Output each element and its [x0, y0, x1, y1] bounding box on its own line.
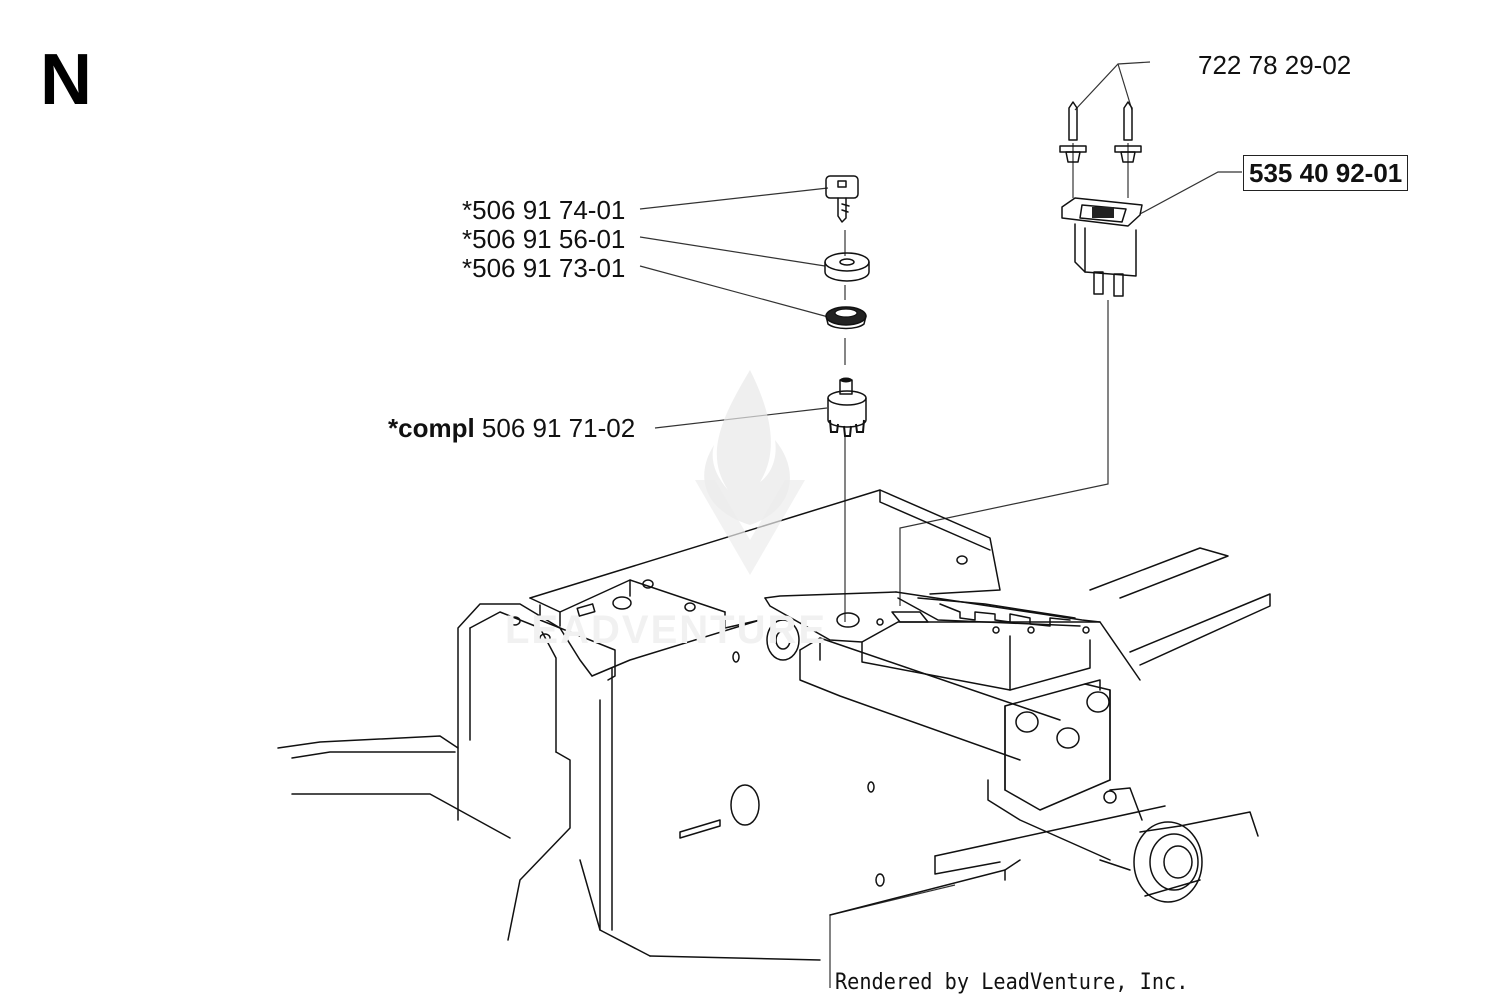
part-label-bolts: 722 78 29-02: [1198, 50, 1352, 80]
part-label-switch: 535 40 92-01: [1243, 155, 1409, 191]
part-label-key: *506 91 74-01: [462, 195, 626, 225]
ignition-compl-prefix: *compl: [388, 413, 475, 443]
part-label-cap: *506 91 56-01: [462, 224, 626, 254]
nut-icon: [825, 306, 867, 330]
bolt-icon: [1059, 101, 1142, 163]
watermark-text: LEADVENTURE: [505, 608, 828, 652]
part-label-nut: *506 91 73-01: [462, 253, 626, 283]
section-letter: N: [40, 40, 92, 120]
mower-frame: [277, 489, 1271, 961]
ignition-switch-icon: [827, 377, 867, 437]
rocker-switch-icon: [1061, 197, 1143, 297]
cap-icon: [824, 252, 870, 282]
leadventure-watermark-logo: [695, 370, 805, 575]
part-label-ignition: *compl 506 91 71-02: [388, 413, 635, 443]
render-credit: Rendered by LeadVenture, Inc.: [835, 970, 1189, 995]
key-icon: [825, 175, 859, 223]
ignition-part-number: 506 91 71-02: [481, 413, 636, 443]
